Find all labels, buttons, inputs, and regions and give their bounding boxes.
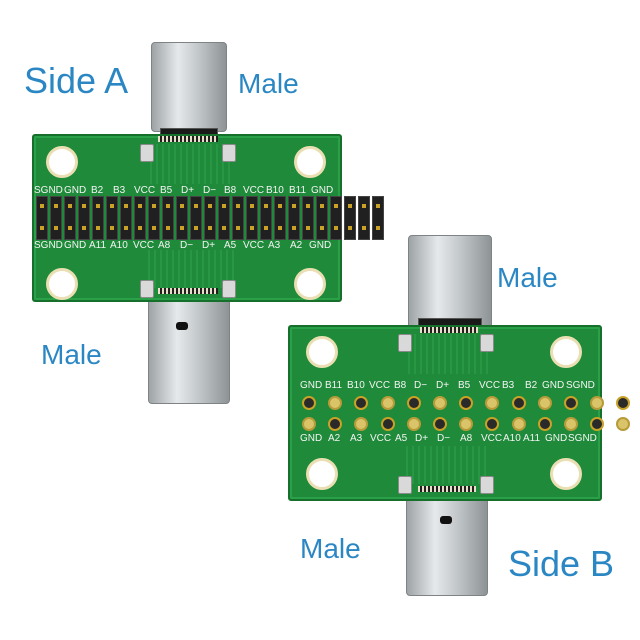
board-b-bottom-usbc-plug xyxy=(406,494,488,596)
side-b-label: Side B xyxy=(508,543,615,584)
pin-label: D+ xyxy=(415,433,429,444)
board-b-top-solder-pins xyxy=(420,327,478,333)
pin-label: VCC xyxy=(370,433,392,444)
pin-label: VCC xyxy=(243,185,265,196)
pin-label: B3 xyxy=(502,380,515,391)
pin-label: A11 xyxy=(523,433,541,444)
pin-label: SGND xyxy=(34,185,63,196)
pin-label: A10 xyxy=(503,433,521,444)
pin-label: VCC xyxy=(479,380,501,391)
board-b-mount-hole xyxy=(306,336,338,368)
pin-label: A3 xyxy=(350,433,363,444)
board-a-bottom-solder-pins xyxy=(158,288,218,294)
pin-label: B8 xyxy=(224,185,237,196)
pin-label: VCC xyxy=(243,240,265,251)
male-label-b-bottom: Male xyxy=(300,533,361,564)
pin-label: B11 xyxy=(325,380,343,391)
pin-label: GND xyxy=(545,433,568,444)
pin-label: B10 xyxy=(347,380,365,391)
board-a-solder-tab-tl xyxy=(140,144,154,162)
pin-label: A5 xyxy=(395,433,408,444)
pin-label: A8 xyxy=(158,240,171,251)
board-a-bottom-traces xyxy=(148,250,234,288)
board-a-pin-header xyxy=(36,196,386,240)
pin-label: D− xyxy=(180,240,194,251)
pin-label: VCC xyxy=(134,185,156,196)
board-a-solder-tab-tr xyxy=(222,144,236,162)
pin-label: A3 xyxy=(268,240,281,251)
pin-label: B2 xyxy=(525,380,538,391)
board-b-mount-hole xyxy=(306,458,338,490)
board-b-top-pad-row xyxy=(302,396,640,410)
pin-label: A2 xyxy=(328,433,341,444)
pin-label: GND xyxy=(300,380,323,391)
pin-label: B11 xyxy=(289,185,307,196)
pin-label: B3 xyxy=(113,185,126,196)
board-b-top-usbc-plug xyxy=(408,235,492,329)
pin-label: GND xyxy=(64,185,87,196)
pin-label: GND xyxy=(300,433,323,444)
pin-label: B2 xyxy=(91,185,104,196)
pin-label: GND xyxy=(309,240,332,251)
board-b-mount-hole xyxy=(550,458,582,490)
male-label-a-bottom: Male xyxy=(41,339,102,370)
board-b-mount-hole xyxy=(550,336,582,368)
pin-label: A10 xyxy=(110,240,128,251)
board-b-top-traces xyxy=(408,334,488,374)
pin-label: GND xyxy=(311,185,334,196)
board-a-top-traces xyxy=(150,144,232,184)
pin-label: B5 xyxy=(458,380,471,391)
board-a-solder-tab-bl xyxy=(140,280,154,298)
male-label-a-top: Male xyxy=(238,68,299,99)
pin-label: D− xyxy=(414,380,428,391)
pin-label: SGND xyxy=(568,433,597,444)
pin-label: VCC xyxy=(481,433,503,444)
board-b-bottom-solder-pins xyxy=(418,486,476,492)
pin-label: B5 xyxy=(160,185,173,196)
pin-label: D− xyxy=(437,433,451,444)
board-a-mount-hole xyxy=(46,268,78,300)
side-a-label: Side A xyxy=(24,60,129,101)
board-b-solder-tab-br xyxy=(480,476,494,494)
pin-label: SGND xyxy=(566,380,595,391)
pin-label: A5 xyxy=(224,240,237,251)
board-b-bottom-pad-row xyxy=(302,417,640,431)
pin-label: VCC xyxy=(369,380,391,391)
board-a-mount-hole xyxy=(46,146,78,178)
pin-label: VCC xyxy=(133,240,155,251)
pin-label: D+ xyxy=(202,240,216,251)
pin-label: GND xyxy=(64,240,87,251)
pin-label: A2 xyxy=(290,240,303,251)
board-b-bottom-traces xyxy=(406,446,488,484)
pin-label: D+ xyxy=(181,185,195,196)
pin-label: D+ xyxy=(436,380,450,391)
board-a-bottom-usbc-plug xyxy=(148,296,230,404)
board-b-bottom-plug-slot xyxy=(440,516,452,524)
board-a-mount-hole xyxy=(294,146,326,178)
male-label-b-top: Male xyxy=(497,262,558,293)
board-b-solder-tab-tr xyxy=(480,334,494,352)
pin-label: B8 xyxy=(394,380,407,391)
board-a-bottom-plug-slot xyxy=(176,322,188,330)
pin-label: GND xyxy=(542,380,565,391)
board-a-top-usbc-plug xyxy=(151,42,227,132)
board-a-top-solder-pins xyxy=(158,136,218,142)
pin-label: A11 xyxy=(89,240,107,251)
pin-label: A8 xyxy=(460,433,473,444)
board-a-solder-tab-br xyxy=(222,280,236,298)
pin-label: B10 xyxy=(266,185,284,196)
pin-label: SGND xyxy=(34,240,63,251)
pin-label: D− xyxy=(203,185,217,196)
board-a-mount-hole xyxy=(294,268,326,300)
board-b-solder-tab-bl xyxy=(398,476,412,494)
board-b-solder-tab-tl xyxy=(398,334,412,352)
